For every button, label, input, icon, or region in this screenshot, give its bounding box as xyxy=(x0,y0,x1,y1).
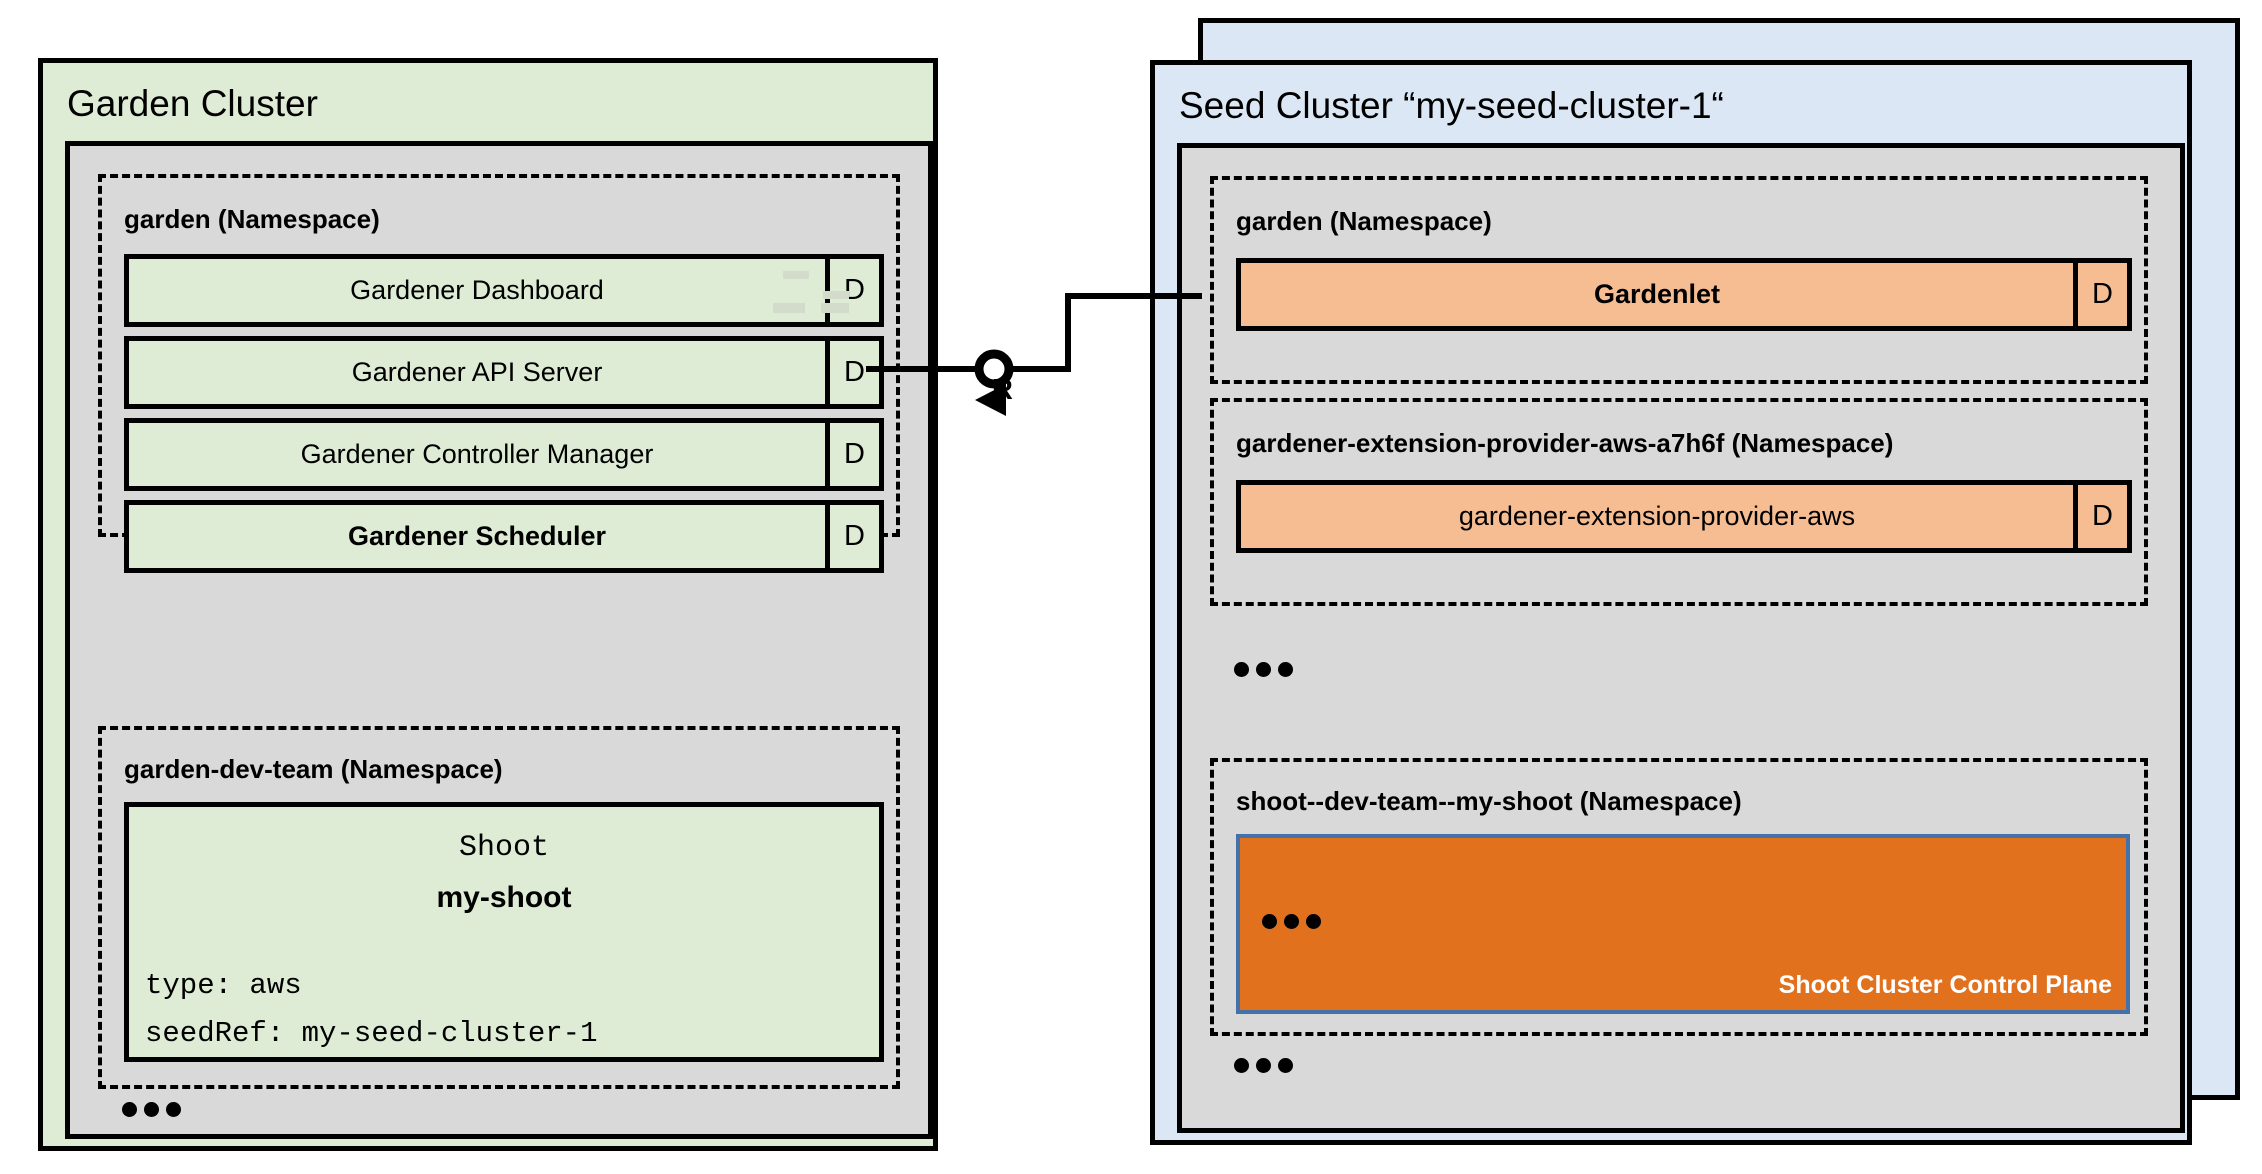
ellipsis-dot-icon xyxy=(1278,662,1293,677)
component-gardener-api-server[interactable]: Gardener API Server D xyxy=(124,336,884,409)
shoot-resource-kind: Shoot xyxy=(458,831,549,865)
ellipsis-dot-icon xyxy=(1306,914,1321,929)
garden-cluster[interactable]: Garden Cluster garden (Namespace) Garden… xyxy=(38,58,938,1151)
namespace-garden[interactable]: garden (Namespace) Gardener Dashboard D … xyxy=(98,174,900,573)
component-gardener-api-server-kind-badge: D xyxy=(825,341,879,404)
namespace-seed-garden[interactable]: garden (Namespace) Gardenlet D xyxy=(1210,176,2148,384)
namespace-shoot-dev-team-my-shoot[interactable]: shoot--dev-team--my-shoot (Namespace) Sh… xyxy=(1210,758,2148,1036)
control-plane-more-indicator xyxy=(1262,914,1321,929)
ellipsis-dot-icon xyxy=(1284,914,1299,929)
component-gardener-scheduler-label: Gardener Scheduler xyxy=(347,521,607,551)
component-gardener-scheduler-kind-badge: D xyxy=(825,505,879,568)
component-gardener-api-server-label: Gardener API Server xyxy=(351,357,603,387)
component-gardenlet-label: Gardenlet xyxy=(1593,279,1721,309)
seed-cluster-body: garden (Namespace) Gardenlet D gardener-… xyxy=(1177,143,2185,1133)
seed-cluster[interactable]: Seed Cluster “my-seed-cluster-1“ garden … xyxy=(1150,60,2192,1145)
garden-cluster-body: garden (Namespace) Gardener Dashboard D … xyxy=(65,141,933,1139)
garden-cluster-more-indicator xyxy=(122,1102,181,1117)
dashboard-watermark-artifact xyxy=(783,271,809,279)
component-gardener-dashboard-kind-badge: D xyxy=(825,259,879,322)
component-gardener-dashboard-label: Gardener Dashboard xyxy=(350,275,604,305)
shoot-cluster-control-plane-label: Shoot Cluster Control Plane xyxy=(1778,971,2112,999)
component-gardenlet[interactable]: Gardenlet D xyxy=(1236,258,2132,331)
shoot-resource-name: my-shoot xyxy=(436,881,572,914)
component-gardener-controller-manager[interactable]: Gardener Controller Manager D xyxy=(124,418,884,491)
namespace-garden-dev-team[interactable]: garden-dev-team (Namespace) Shoot my-sho… xyxy=(98,726,900,1089)
ellipsis-dot-icon xyxy=(1262,914,1277,929)
ellipsis-dot-icon xyxy=(1256,662,1271,677)
ellipsis-dot-icon xyxy=(166,1102,181,1117)
component-gardener-extension-provider-aws-kind-badge: D xyxy=(2073,485,2127,548)
component-gardenlet-kind-badge: D xyxy=(2073,263,2127,326)
shoot-cluster-control-plane[interactable]: Shoot Cluster Control Plane xyxy=(1236,834,2130,1014)
ellipsis-dot-icon xyxy=(1256,1058,1271,1073)
dashboard-watermark-artifact xyxy=(823,291,849,299)
seed-cluster-title: Seed Cluster “my-seed-cluster-1“ xyxy=(1179,85,1724,126)
component-gardener-extension-provider-aws-label: gardener-extension-provider-aws xyxy=(1458,501,1856,531)
garden-cluster-title: Garden Cluster xyxy=(67,83,318,124)
ellipsis-dot-icon xyxy=(1234,662,1249,677)
component-gardener-controller-manager-label: Gardener Controller Manager xyxy=(300,439,654,469)
shoot-resource-spec-seedref: seedRef: my-seed-cluster-1 xyxy=(145,1017,598,1051)
component-gardener-controller-manager-kind-badge: D xyxy=(825,423,879,486)
namespace-garden-dev-team-title: garden-dev-team (Namespace) xyxy=(124,754,503,784)
component-gardener-extension-provider-aws[interactable]: gardener-extension-provider-aws D xyxy=(1236,480,2132,553)
shoot-resource-card[interactable]: Shoot my-shoot type: aws seedRef: my-see… xyxy=(124,802,884,1062)
namespace-seed-garden-title: garden (Namespace) xyxy=(1236,206,1492,236)
component-gardener-dashboard[interactable]: Gardener Dashboard D xyxy=(124,254,884,327)
component-gardener-scheduler[interactable]: Gardener Scheduler D xyxy=(124,500,884,573)
seed-cluster-more-indicator-middle xyxy=(1234,662,1293,677)
ellipsis-dot-icon xyxy=(144,1102,159,1117)
dashboard-watermark-artifact xyxy=(821,303,849,313)
dashboard-watermark-artifact xyxy=(773,303,805,313)
namespace-gardener-extension-provider-aws[interactable]: gardener-extension-provider-aws-a7h6f (N… xyxy=(1210,398,2148,606)
ellipsis-dot-icon xyxy=(122,1102,137,1117)
namespace-gardener-extension-provider-aws-title: gardener-extension-provider-aws-a7h6f (N… xyxy=(1236,428,1894,458)
ellipsis-dot-icon xyxy=(1278,1058,1293,1073)
namespace-garden-title: garden (Namespace) xyxy=(124,204,380,234)
namespace-shoot-dev-team-my-shoot-title: shoot--dev-team--my-shoot (Namespace) xyxy=(1236,786,1742,816)
ellipsis-dot-icon xyxy=(1234,1058,1249,1073)
shoot-resource-spec-type: type: aws xyxy=(145,969,302,1002)
seed-cluster-more-indicator-bottom xyxy=(1234,1058,1293,1073)
connector-label-r: R xyxy=(992,374,1013,406)
